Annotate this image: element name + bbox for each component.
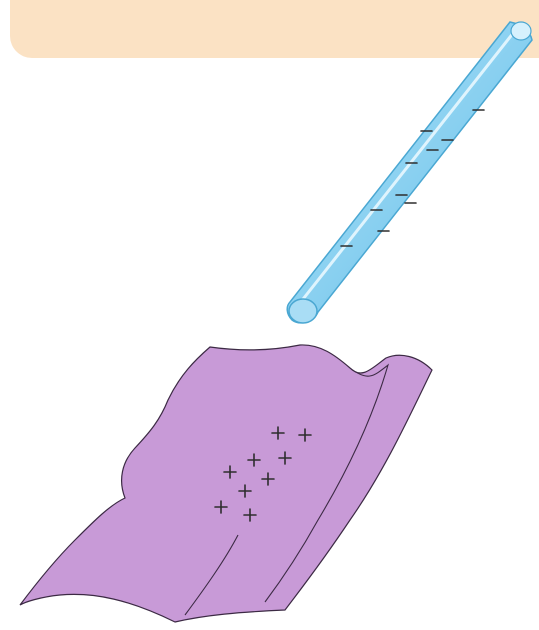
rod-body	[287, 22, 532, 323]
rod-highlight	[296, 32, 514, 308]
charged-rod	[287, 22, 532, 323]
cloth	[20, 345, 432, 622]
cloth-body	[20, 345, 432, 622]
rod-top-cap	[511, 22, 531, 40]
rod-end-cap	[289, 299, 317, 323]
